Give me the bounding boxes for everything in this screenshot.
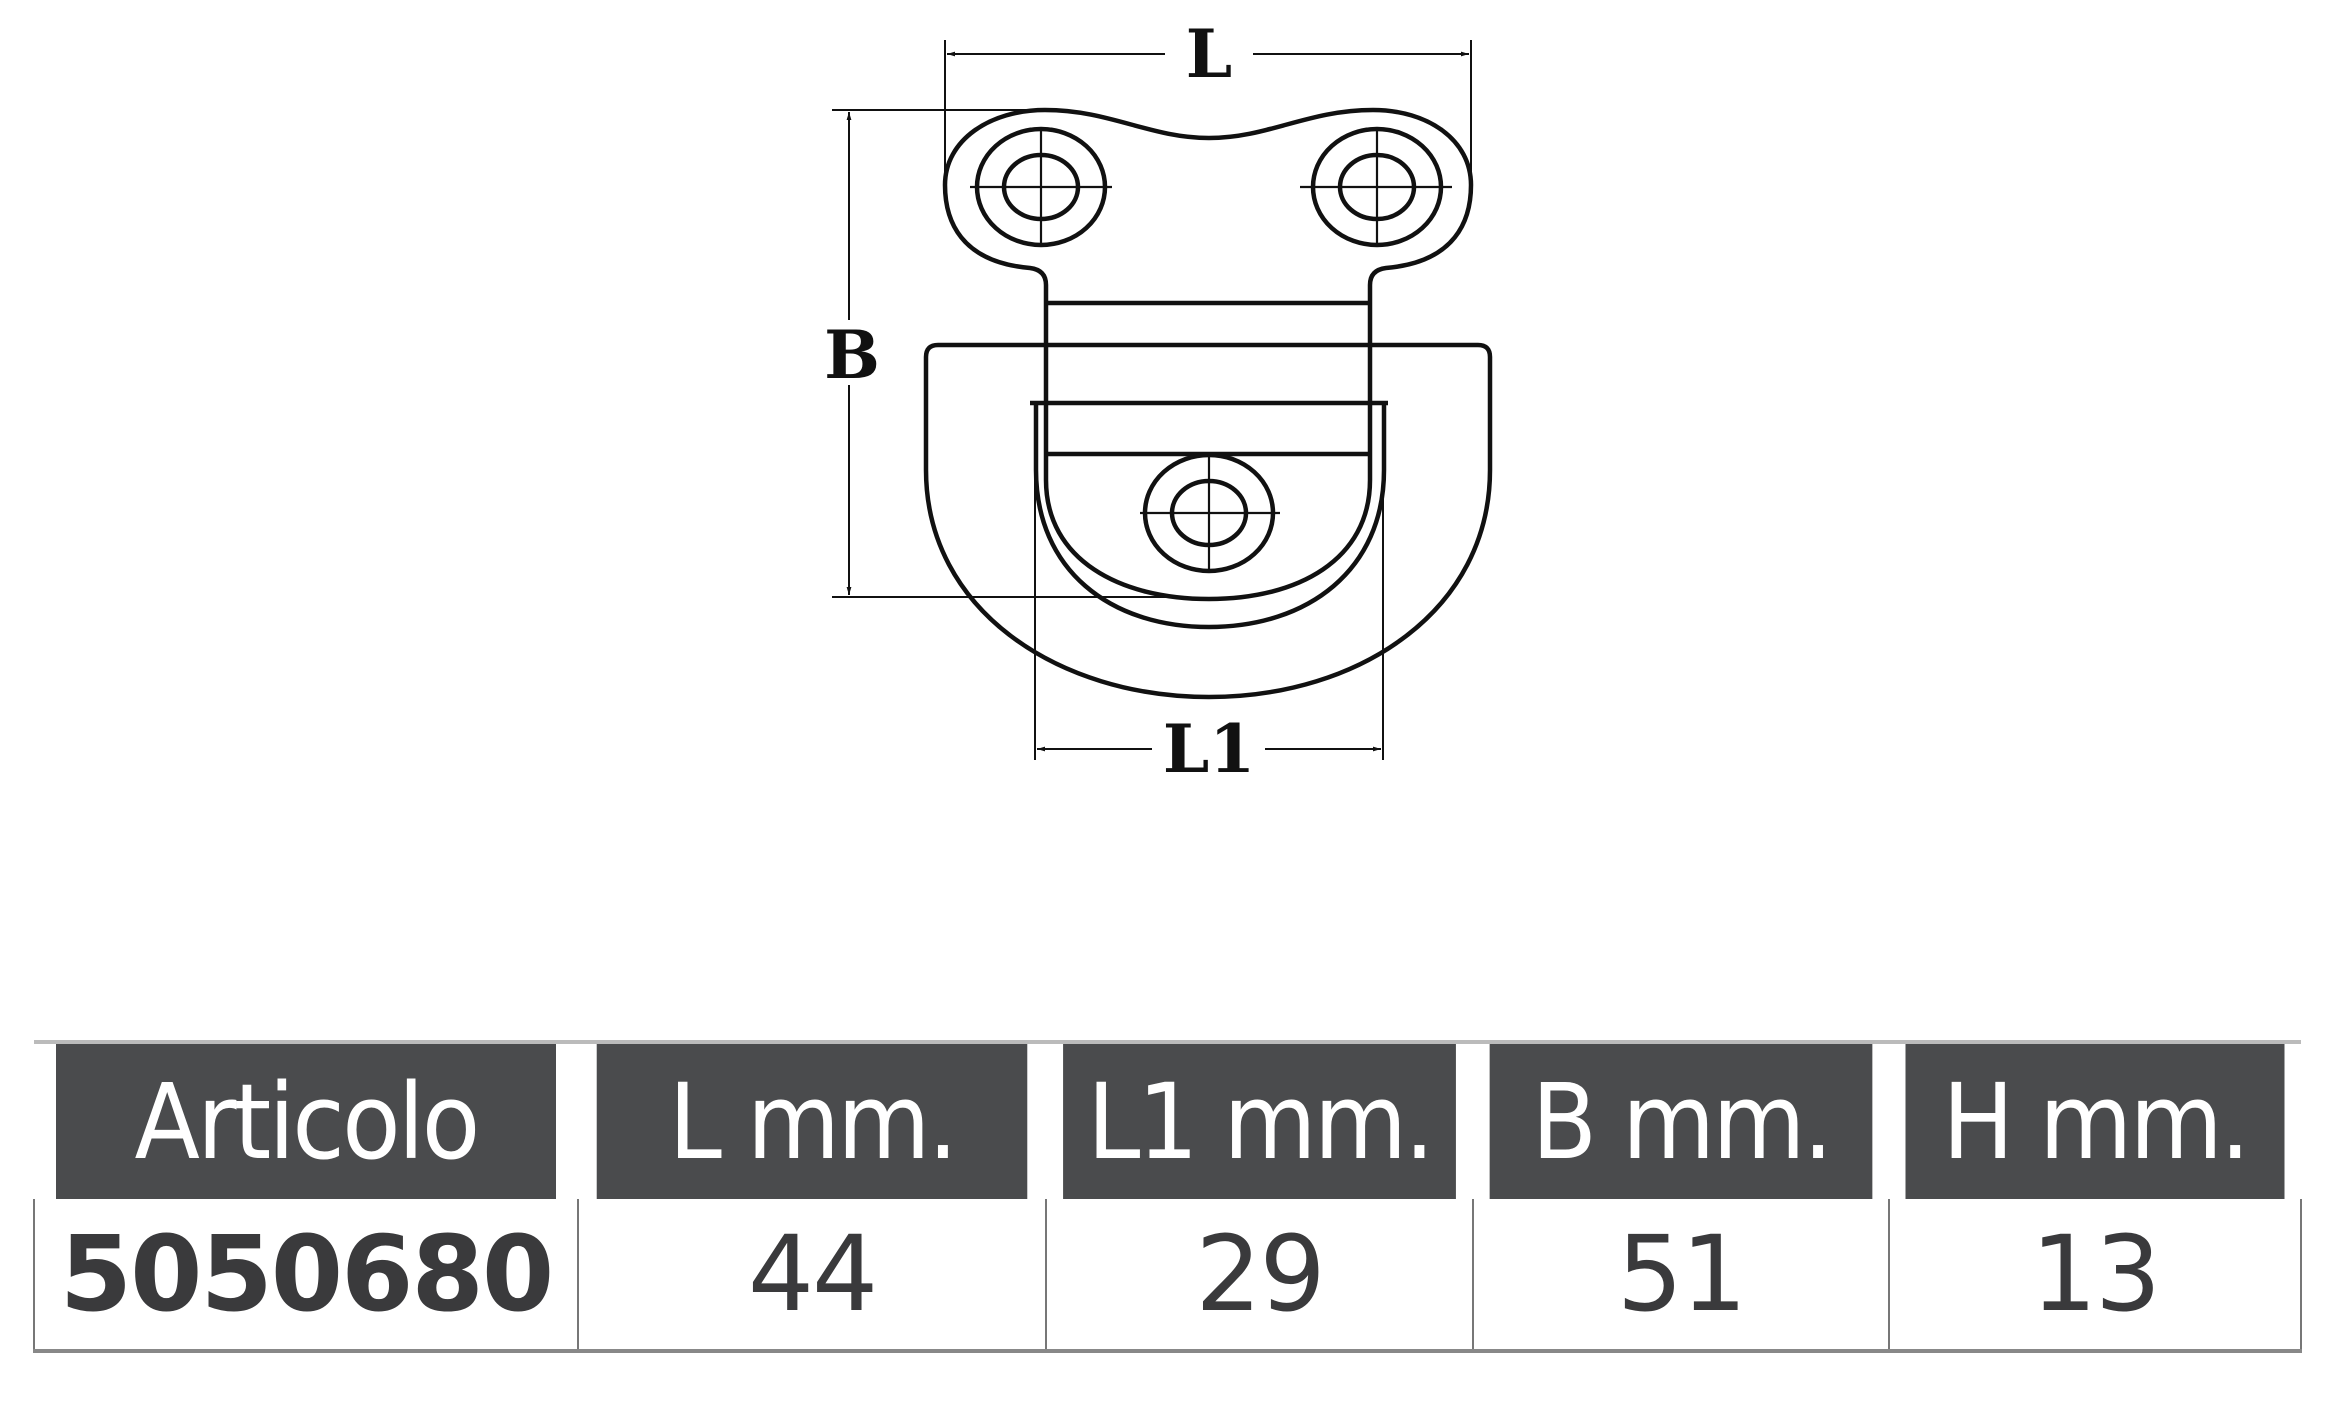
specs-table: Articolo L mm. L1 mm. B mm. H mm. 505068… <box>33 1040 2302 1353</box>
cell-l: 44 <box>577 1199 1047 1353</box>
cell-l1: 29 <box>1045 1199 1474 1353</box>
screw-hole-left <box>970 126 1112 248</box>
header-articolo: Articolo <box>55 1042 557 1199</box>
header-l: L mm. <box>596 1042 1028 1199</box>
dimension-label-B: B <box>824 316 880 394</box>
cell-b: 51 <box>1472 1199 1890 1353</box>
header-h: H mm. <box>1905 1042 2285 1199</box>
dimension-label-L1: L1 <box>1163 710 1255 788</box>
dimension-L: L <box>944 15 1472 175</box>
d-ring-outer <box>923 342 1493 700</box>
table-header-row: Articolo L mm. L1 mm. B mm. H mm. <box>34 1042 2301 1199</box>
header-b: B mm. <box>1489 1042 1873 1199</box>
technical-drawing: L B L1 <box>824 15 1493 788</box>
mounting-plate <box>942 107 1474 602</box>
cell-h: 13 <box>1888 1199 2302 1353</box>
header-l1: L1 mm. <box>1063 1042 1456 1199</box>
dimension-B: B <box>824 109 1180 598</box>
table-row: 5050680 44 29 51 13 <box>33 1199 2302 1353</box>
dimension-L1: L1 <box>1034 470 1384 788</box>
screw-hole-right <box>1300 126 1452 248</box>
dimension-label-L: L <box>1186 15 1232 93</box>
screw-hole-bottom <box>1140 452 1280 574</box>
d-ring-inner <box>1030 400 1388 630</box>
cell-articolo: 5050680 <box>33 1199 579 1353</box>
